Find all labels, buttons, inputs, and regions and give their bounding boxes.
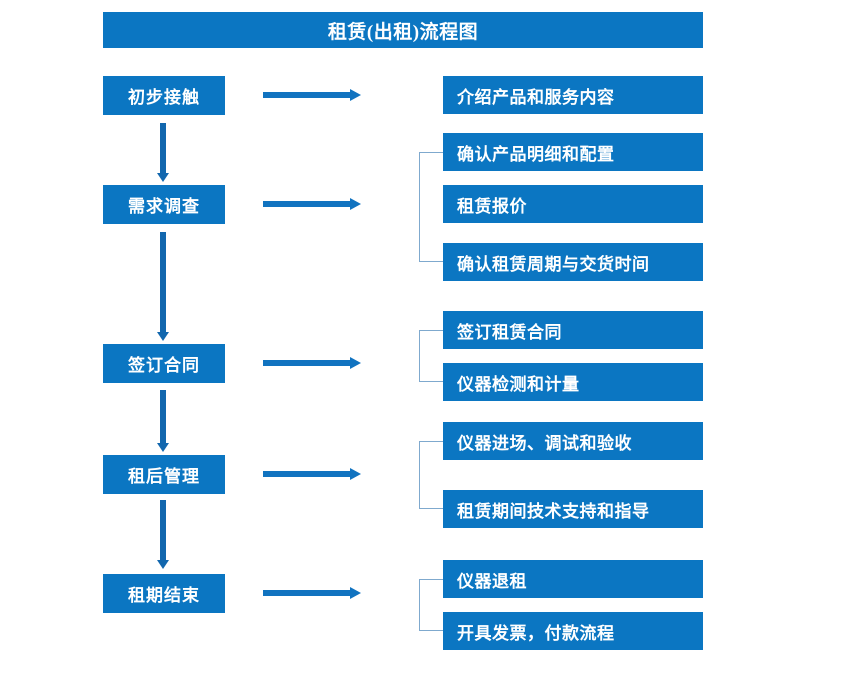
detail-box-3[interactable]: 租赁报价 xyxy=(443,185,703,223)
group-bracket-3 xyxy=(419,330,443,382)
vertical-arrow-1-to-2 xyxy=(157,123,169,183)
arrow-head-icon xyxy=(157,560,169,569)
arrow-shaft xyxy=(263,92,351,98)
detail-box-10[interactable]: 开具发票，付款流程 xyxy=(443,612,703,650)
arrow-head-icon xyxy=(350,198,361,210)
detail-box-4[interactable]: 确认租赁周期与交货时间 xyxy=(443,243,703,281)
vertical-arrow-4-to-5 xyxy=(157,500,169,570)
page-title: 租赁(出租)流程图 xyxy=(103,12,703,48)
arrow-head-icon xyxy=(157,332,169,341)
stage-box-2[interactable]: 需求调查 xyxy=(103,185,225,224)
detail-box-7[interactable]: 仪器进场、调试和验收 xyxy=(443,422,703,460)
arrow-shaft xyxy=(263,360,351,366)
detail-box-9[interactable]: 仪器退租 xyxy=(443,560,703,598)
horizontal-arrow-stage-2 xyxy=(263,198,361,210)
group-bracket-5 xyxy=(419,579,443,631)
stage-box-1[interactable]: 初步接触 xyxy=(103,76,225,115)
arrow-head-icon xyxy=(157,173,169,182)
arrow-head-icon xyxy=(157,443,169,452)
detail-box-1[interactable]: 介绍产品和服务内容 xyxy=(443,76,703,114)
horizontal-arrow-stage-4 xyxy=(263,468,361,480)
arrow-shaft xyxy=(160,232,166,332)
arrow-head-icon xyxy=(350,468,361,480)
stage-box-5[interactable]: 租期结束 xyxy=(103,574,225,613)
detail-box-6[interactable]: 仪器检测和计量 xyxy=(443,363,703,401)
arrow-head-icon xyxy=(350,89,361,101)
detail-box-2[interactable]: 确认产品明细和配置 xyxy=(443,133,703,171)
detail-box-5[interactable]: 签订租赁合同 xyxy=(443,311,703,349)
arrow-head-icon xyxy=(350,357,361,369)
group-bracket-4 xyxy=(419,441,443,509)
horizontal-arrow-stage-1 xyxy=(263,89,361,101)
arrow-shaft xyxy=(160,123,166,173)
arrow-shaft xyxy=(263,201,351,207)
vertical-arrow-3-to-4 xyxy=(157,390,169,453)
stage-box-4[interactable]: 租后管理 xyxy=(103,455,225,494)
group-bracket-2 xyxy=(419,152,443,262)
horizontal-arrow-stage-3 xyxy=(263,357,361,369)
arrow-head-icon xyxy=(350,587,361,599)
detail-box-8[interactable]: 租赁期间技术支持和指导 xyxy=(443,490,703,528)
arrow-shaft xyxy=(263,471,351,477)
horizontal-arrow-stage-5 xyxy=(263,587,361,599)
stage-box-3[interactable]: 签订合同 xyxy=(103,344,225,383)
vertical-arrow-2-to-3 xyxy=(157,232,169,342)
arrow-shaft xyxy=(263,590,351,596)
arrow-shaft xyxy=(160,500,166,560)
arrow-shaft xyxy=(160,390,166,443)
